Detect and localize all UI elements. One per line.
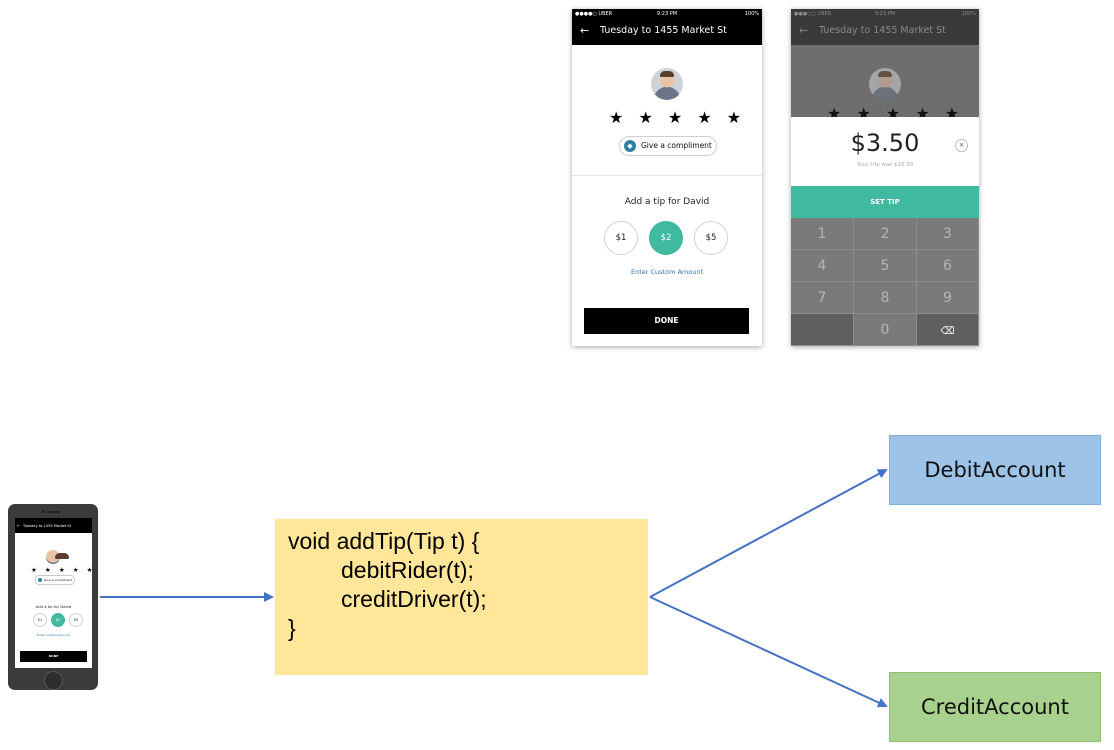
diamond-icon: ◆ (624, 140, 636, 152)
code-line-debit-rider: debitRider(t); (341, 557, 474, 583)
rating-stars: ★ ★ ★ ★ ★ (31, 566, 92, 574)
battery-label: 100% (961, 11, 976, 17)
star-icon: ★ (58, 566, 68, 574)
tip-option-5[interactable]: $5 (694, 221, 728, 255)
nav-title: Tuesday to 1455 Market St (23, 524, 71, 528)
custom-tip-screen: ●●●○○ UBER 9:23 PM 100% ← Tuesday to 145… (791, 9, 979, 346)
star-icon: ★ (87, 566, 92, 574)
enter-custom-amount-link: Enter Custom Amount (36, 633, 71, 637)
arrow-left-icon[interactable]: ← (580, 24, 590, 37)
tip-option-2: $2 (51, 613, 65, 627)
tip-heading: Add a tip for David (624, 197, 710, 207)
compliment-label: Give a compliment (641, 141, 712, 150)
phone-screen: ← Tuesday to 1455 Market St ★ ★ ★ ★ ★ Gi… (15, 518, 92, 668)
key-9[interactable]: 9 (917, 282, 979, 314)
debit-account-box: DebitAccount (889, 435, 1101, 505)
speaker-icon (46, 511, 60, 513)
compliment-label: Give a compliment (44, 578, 73, 582)
divider (572, 175, 762, 176)
key-1[interactable]: 1 (791, 218, 854, 250)
nav-bar: ← Tuesday to 1455 Market St (15, 518, 92, 533)
nav-bar: ●●●●○ UBER 9:23 PM 100% ← Tuesday to 145… (572, 9, 762, 45)
rating-stars[interactable]: ★ ★ ★ ★ ★ (609, 108, 746, 127)
backspace-key[interactable]: ⌫ (917, 314, 979, 346)
arrow-code-to-credit (649, 596, 888, 708)
trip-total-note: Your trip was $10.50 (856, 162, 914, 168)
tip-screen: ●●●●○ UBER 9:23 PM 100% ← Tuesday to 145… (572, 9, 762, 346)
star-icon[interactable]: ★ (667, 108, 688, 127)
driver-avatar (46, 550, 69, 564)
key-3[interactable]: 3 (917, 218, 979, 250)
key-2[interactable]: 2 (854, 218, 917, 250)
done-button[interactable]: DONE (584, 308, 749, 334)
enter-custom-amount-link[interactable]: Enter Custom Amount (630, 268, 704, 276)
star-icon: ★ (31, 566, 40, 574)
arrow-code-to-debit (649, 469, 888, 598)
tip-option-1[interactable]: $1 (604, 221, 638, 255)
phone-thumbnail: ← Tuesday to 1455 Market St ★ ★ ★ ★ ★ Gi… (8, 504, 98, 690)
status-bar: ●●●○○ UBER 9:23 PM 100% (791, 9, 979, 19)
diamond-icon (38, 578, 42, 582)
tip-option-2[interactable]: $2 (649, 221, 683, 255)
star-icon[interactable]: ★ (609, 108, 629, 127)
key-6[interactable]: 6 (917, 250, 979, 282)
set-tip-button[interactable]: SET TIP (791, 186, 979, 218)
tip-option-1: $1 (33, 613, 47, 627)
give-compliment-button: Give a compliment (35, 575, 75, 585)
status-time: 9:23 PM (656, 11, 678, 17)
star-icon: ★ (44, 566, 54, 574)
star-icon[interactable]: ★ (697, 108, 717, 127)
battery-label: 100% (744, 11, 759, 17)
driver-avatar (869, 68, 901, 100)
star-icon: ★ (72, 566, 82, 574)
numeric-keypad: 1 2 3 4 5 6 7 8 9 0 ⌫ (791, 218, 979, 346)
amount-panel: $3.50 Your trip was $10.50 × (791, 117, 979, 186)
code-line-signature: void addTip(Tip t) { (288, 528, 480, 554)
close-circle-icon[interactable]: × (955, 139, 968, 152)
key-blank (791, 314, 854, 346)
done-button: DONE (20, 651, 87, 662)
star-icon[interactable]: ★ (726, 108, 747, 127)
star-icon[interactable]: ★ (638, 108, 658, 127)
tip-amount: $3.50 (850, 129, 920, 157)
arrow-left-icon: ← (17, 523, 21, 528)
key-5[interactable]: 5 (854, 250, 917, 282)
tip-heading: Add a tip for David (35, 604, 72, 609)
add-tip-code-block: void addTip(Tip t) { debitRider(t); cred… (275, 519, 648, 675)
code-line-closing-brace: } (288, 615, 296, 641)
debit-account-label: DebitAccount (924, 458, 1066, 482)
credit-account-box: CreditAccount (889, 672, 1101, 742)
key-8[interactable]: 8 (854, 282, 917, 314)
key-7[interactable]: 7 (791, 282, 854, 314)
status-time: 9:23 PM (874, 11, 896, 17)
carrier-label: ●●●●○ UBER (575, 11, 613, 17)
code-line-credit-driver: creditDriver(t); (341, 586, 487, 612)
give-compliment-button[interactable]: ◆ Give a compliment (619, 136, 717, 156)
nav-title: Tuesday to 1455 Market St (600, 25, 727, 36)
backspace-icon: ⌫ (940, 326, 955, 337)
credit-account-label: CreditAccount (921, 695, 1069, 719)
key-4[interactable]: 4 (791, 250, 854, 282)
nav-title: Tuesday to 1455 Market St (819, 25, 946, 36)
camera-icon (42, 510, 45, 513)
key-0[interactable]: 0 (854, 314, 917, 346)
carrier-label: ●●●○○ UBER (794, 11, 832, 17)
driver-avatar (651, 68, 683, 100)
tip-option-5: $5 (69, 613, 83, 627)
nav-bar: ●●●○○ UBER 9:23 PM 100% ← Tuesday to 145… (791, 9, 979, 45)
arrow-left-icon: ← (799, 24, 809, 37)
status-bar: ●●●●○ UBER 9:23 PM 100% (572, 9, 762, 19)
home-button-icon (44, 671, 63, 690)
